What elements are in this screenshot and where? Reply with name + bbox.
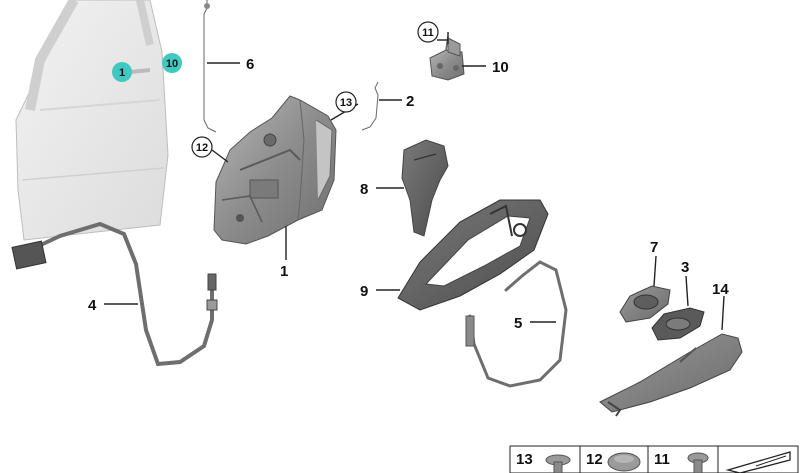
legend-label-12: 12 (586, 451, 603, 468)
callout-4: 4 (88, 297, 97, 314)
part-10-striker (429, 35, 465, 81)
callout-14: 14 (712, 281, 729, 298)
part-5-cable (465, 260, 568, 388)
callout-6: 6 (246, 56, 254, 73)
leader-lines (104, 32, 725, 331)
part-8-bracket (401, 139, 449, 237)
screw-icon (607, 452, 641, 472)
callout-12: 12 (191, 136, 213, 158)
clip-icon (545, 454, 571, 473)
wedge-symbol-icon (725, 451, 791, 473)
svg-text:12: 12 (196, 142, 208, 154)
callout-8: 8 (360, 181, 368, 198)
bolt-icon (687, 452, 709, 473)
part-9-handle-carrier (397, 199, 549, 311)
callout-11: 11 (417, 21, 439, 43)
callout-10: 10 (492, 59, 509, 76)
callout-2: 2 (406, 93, 414, 110)
car-door-panel (15, 0, 169, 241)
callout-9: 9 (360, 283, 368, 300)
part-3-gasket (651, 307, 705, 341)
callout-1: 1 (280, 263, 288, 280)
callout-7: 7 (650, 239, 658, 256)
hardware-legend: 13 12 11 (509, 445, 799, 473)
legend-label-13: 13 (516, 451, 533, 468)
svg-text:10: 10 (166, 58, 178, 70)
svg-text:11: 11 (422, 27, 434, 39)
legend-label-11: 11 (654, 451, 670, 468)
part-14-door-handle (599, 333, 743, 417)
part-2-rod (361, 81, 379, 131)
svg-text:13: 13 (340, 97, 352, 109)
callout-5: 5 (514, 315, 522, 332)
callout-13: 13 (335, 91, 357, 113)
part-4-cable (11, 221, 218, 367)
part-6-rod (203, 0, 217, 133)
part-7-lock-cylinder-cover (619, 285, 671, 323)
svg-text:1: 1 (119, 67, 125, 79)
callout-1-highlight: 1 (112, 62, 132, 82)
callout-10-highlight: 10 (162, 53, 182, 73)
part-1-door-lock (213, 95, 337, 245)
callout-3: 3 (681, 259, 689, 276)
